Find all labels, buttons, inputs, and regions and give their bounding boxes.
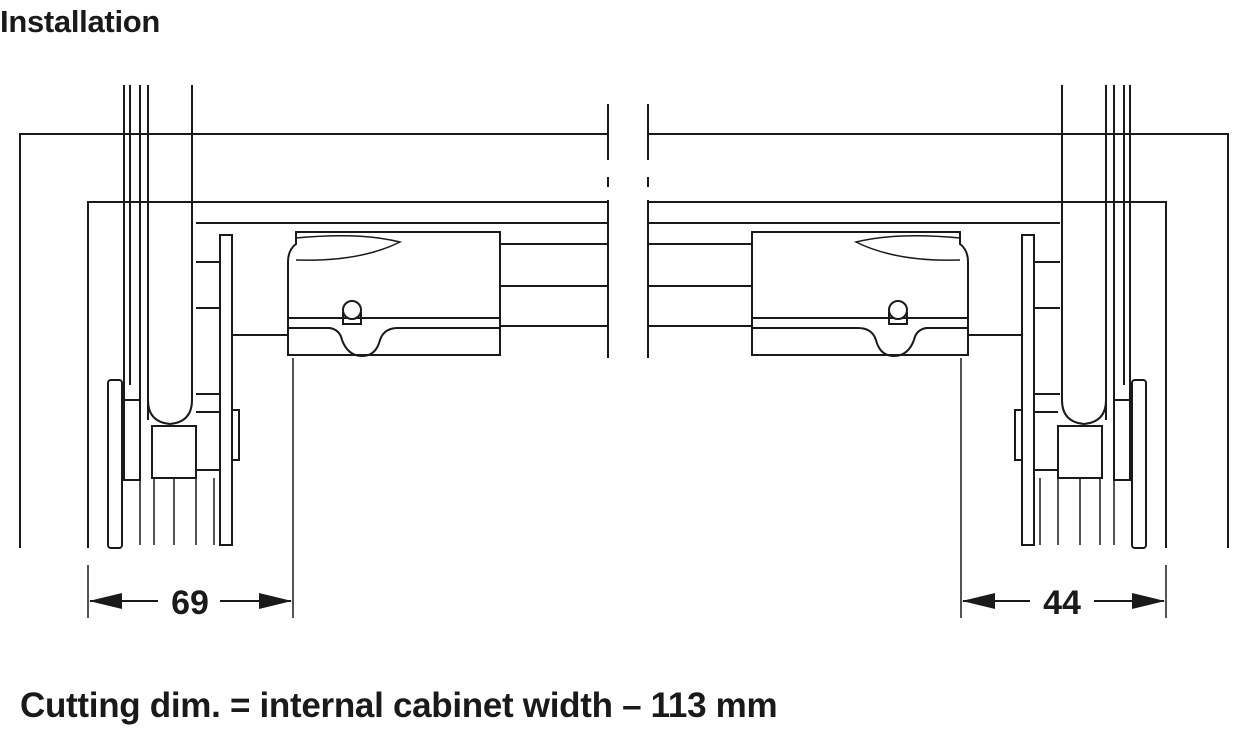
left-cabinet-frame: [19, 133, 608, 548]
left-cabinet-inner: [87, 201, 608, 548]
right-runner-body: [751, 231, 969, 358]
left-clamp-block: [151, 425, 197, 479]
right-cabinet-assembly: 44: [647, 85, 1229, 622]
right-cabinet-inner: [648, 201, 1167, 548]
right-cabinet-frame: [648, 133, 1229, 548]
right-clamp: [1131, 379, 1147, 549]
right-clamp-block: [1057, 425, 1103, 479]
left-dimension-label: 69: [171, 584, 209, 622]
right-bracket: [1021, 234, 1035, 546]
right-dim-arrow-start: [962, 593, 995, 609]
left-cabinet-assembly: 69: [19, 85, 609, 622]
left-dim-arrow-end: [259, 593, 292, 609]
left-hanger-bar: [147, 85, 193, 426]
heading-installation: Installation: [0, 4, 161, 39]
left-clamp: [107, 379, 123, 549]
cutting-dimension-caption: Cutting dim. = internal cabinet width – …: [20, 686, 778, 725]
left-bracket: [219, 234, 233, 546]
right-dim-arrow-end: [1132, 593, 1165, 609]
left-runner-body: [287, 231, 501, 358]
right-dimension-label: 44: [1043, 584, 1081, 622]
left-dim-arrow-start: [89, 593, 122, 609]
right-hanger-bar: [1061, 85, 1107, 426]
